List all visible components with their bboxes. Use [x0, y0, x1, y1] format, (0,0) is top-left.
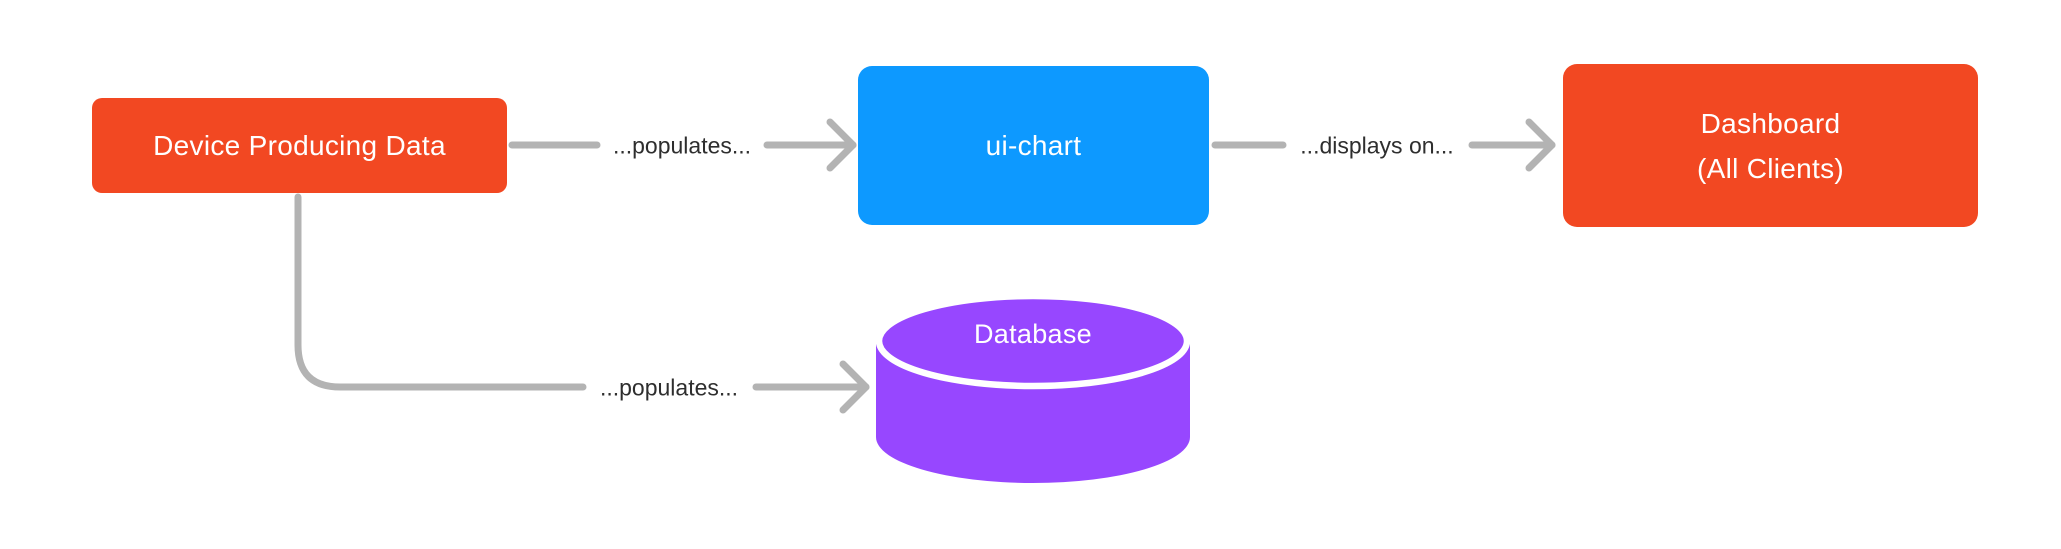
arrowhead-icon [839, 360, 870, 414]
edge-label-displays-on: ...displays on... [1300, 132, 1454, 159]
node-label: Database [974, 319, 1092, 349]
node-ui-chart[interactable]: ui-chart [858, 66, 1209, 225]
edge-elbow-segment [294, 193, 587, 391]
edge-device-to-database[interactable] [294, 193, 870, 414]
edge-label-populates-top: ...populates... [612, 132, 752, 159]
node-label: Device Producing Data [153, 129, 446, 161]
arrowhead-icon [826, 118, 857, 172]
database-cylinder-icon [876, 293, 1190, 483]
arrowhead-icon [1525, 118, 1556, 172]
node-device-producing-data[interactable]: Device Producing Data [92, 98, 507, 193]
edge-device-to-uichart[interactable] [508, 118, 857, 172]
node-label-line2: (All Clients) [1696, 152, 1845, 184]
edge-label-populates-bottom: ...populates... [599, 374, 739, 401]
node-dashboard[interactable]: Dashboard (All Clients) [1563, 64, 1978, 227]
node-label: ui-chart [985, 129, 1082, 161]
node-label-line1: Dashboard [1700, 107, 1841, 139]
node-database[interactable]: Database [876, 293, 1190, 483]
edge-uichart-to-dashboard[interactable] [1211, 118, 1556, 172]
